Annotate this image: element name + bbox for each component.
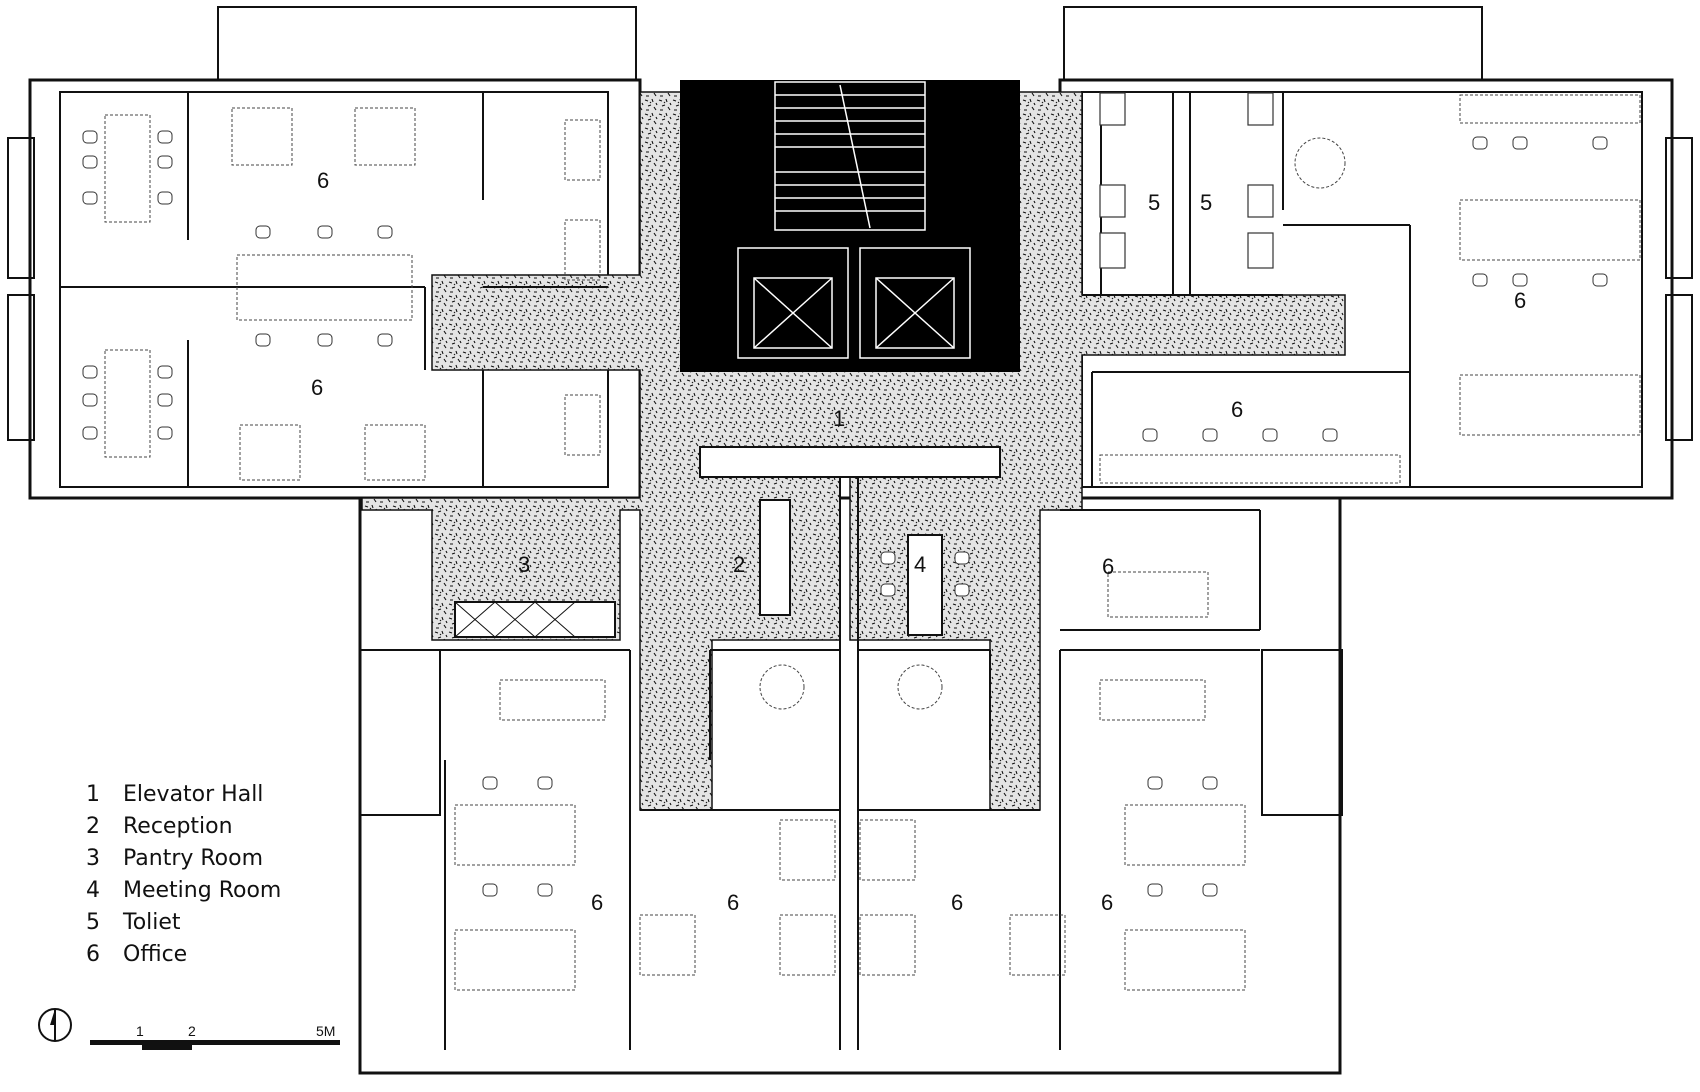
room-label-office: 6 (1231, 397, 1243, 422)
lower-walls (440, 470, 1261, 1050)
legend-item: 4 Meeting Room (86, 874, 281, 906)
scale-tick-1: 1 (136, 1023, 144, 1039)
stair-icon (774, 81, 926, 231)
legend: 1 Elevator Hall 2 Reception 3 Pantry Room 4… (86, 778, 281, 970)
core-block (680, 80, 1020, 372)
legend-num: 3 (86, 845, 100, 871)
legend-label: Toliet (123, 909, 181, 935)
room-label-toilet: 5 (1200, 190, 1212, 215)
window-bay (1665, 137, 1693, 279)
window-bay (1665, 294, 1693, 441)
reception-desk (759, 499, 791, 616)
north-arrow-icon (38, 1008, 72, 1042)
room-label-pantry: 3 (518, 552, 530, 577)
legend-label: Reception (123, 813, 233, 839)
balcony-right (1063, 6, 1483, 83)
left-wing-walls (60, 92, 609, 487)
legend-item: 5 Toliet (86, 906, 281, 938)
lower-balcony-right (1261, 649, 1343, 816)
legend-num: 1 (86, 781, 100, 807)
room-label-office: 6 (591, 890, 603, 915)
right-wing-walls (1082, 92, 1411, 487)
scale-tick-2: 2 (188, 1023, 196, 1039)
legend-item: 1 Elevator Hall (86, 778, 281, 810)
balcony-left (217, 6, 637, 83)
right-wing-furniture (1099, 94, 1641, 484)
lower-furniture (454, 571, 1246, 991)
pantry-counter-x (454, 601, 576, 638)
legend-item: 2 Reception (86, 810, 281, 842)
meeting-table (907, 534, 943, 636)
legend-label: Elevator Hall (123, 781, 264, 807)
scale-bar (90, 1040, 340, 1050)
scale-tick-5m: 5M (316, 1023, 335, 1039)
left-wing-furniture (104, 107, 601, 481)
reception-canopy (699, 446, 1001, 478)
legend-item: 3 Pantry Room (86, 842, 281, 874)
legend-item: 6 Office (86, 938, 281, 970)
window-bay (7, 137, 35, 279)
room-label-office: 6 (317, 168, 329, 193)
room-label-meeting: 4 (914, 552, 926, 577)
legend-label: Office (123, 941, 188, 967)
toilet-fixtures (1099, 92, 1274, 269)
room-label-office: 6 (951, 890, 963, 915)
room-label-elevator-hall: 1 (833, 406, 845, 431)
room-label-reception: 2 (733, 552, 745, 577)
legend-num: 2 (86, 813, 100, 839)
elevator-icon (737, 247, 971, 359)
right-wing-outer (1058, 78, 1674, 500)
lower-balcony-left (359, 649, 441, 816)
legend-label: Pantry Room (123, 845, 264, 871)
room-label-office: 6 (311, 375, 323, 400)
room-label-office: 6 (1514, 288, 1526, 313)
window-bay (7, 294, 35, 441)
room-label-toilet: 5 (1148, 190, 1160, 215)
legend-num: 6 (86, 941, 100, 967)
legend-num: 5 (86, 909, 100, 935)
room-label-office: 6 (1101, 890, 1113, 915)
legend-num: 4 (86, 877, 100, 903)
pantry-counter (454, 601, 616, 638)
room-label-office: 6 (727, 890, 739, 915)
legend-label: Meeting Room (123, 877, 282, 903)
room-label-office: 6 (1102, 554, 1114, 579)
